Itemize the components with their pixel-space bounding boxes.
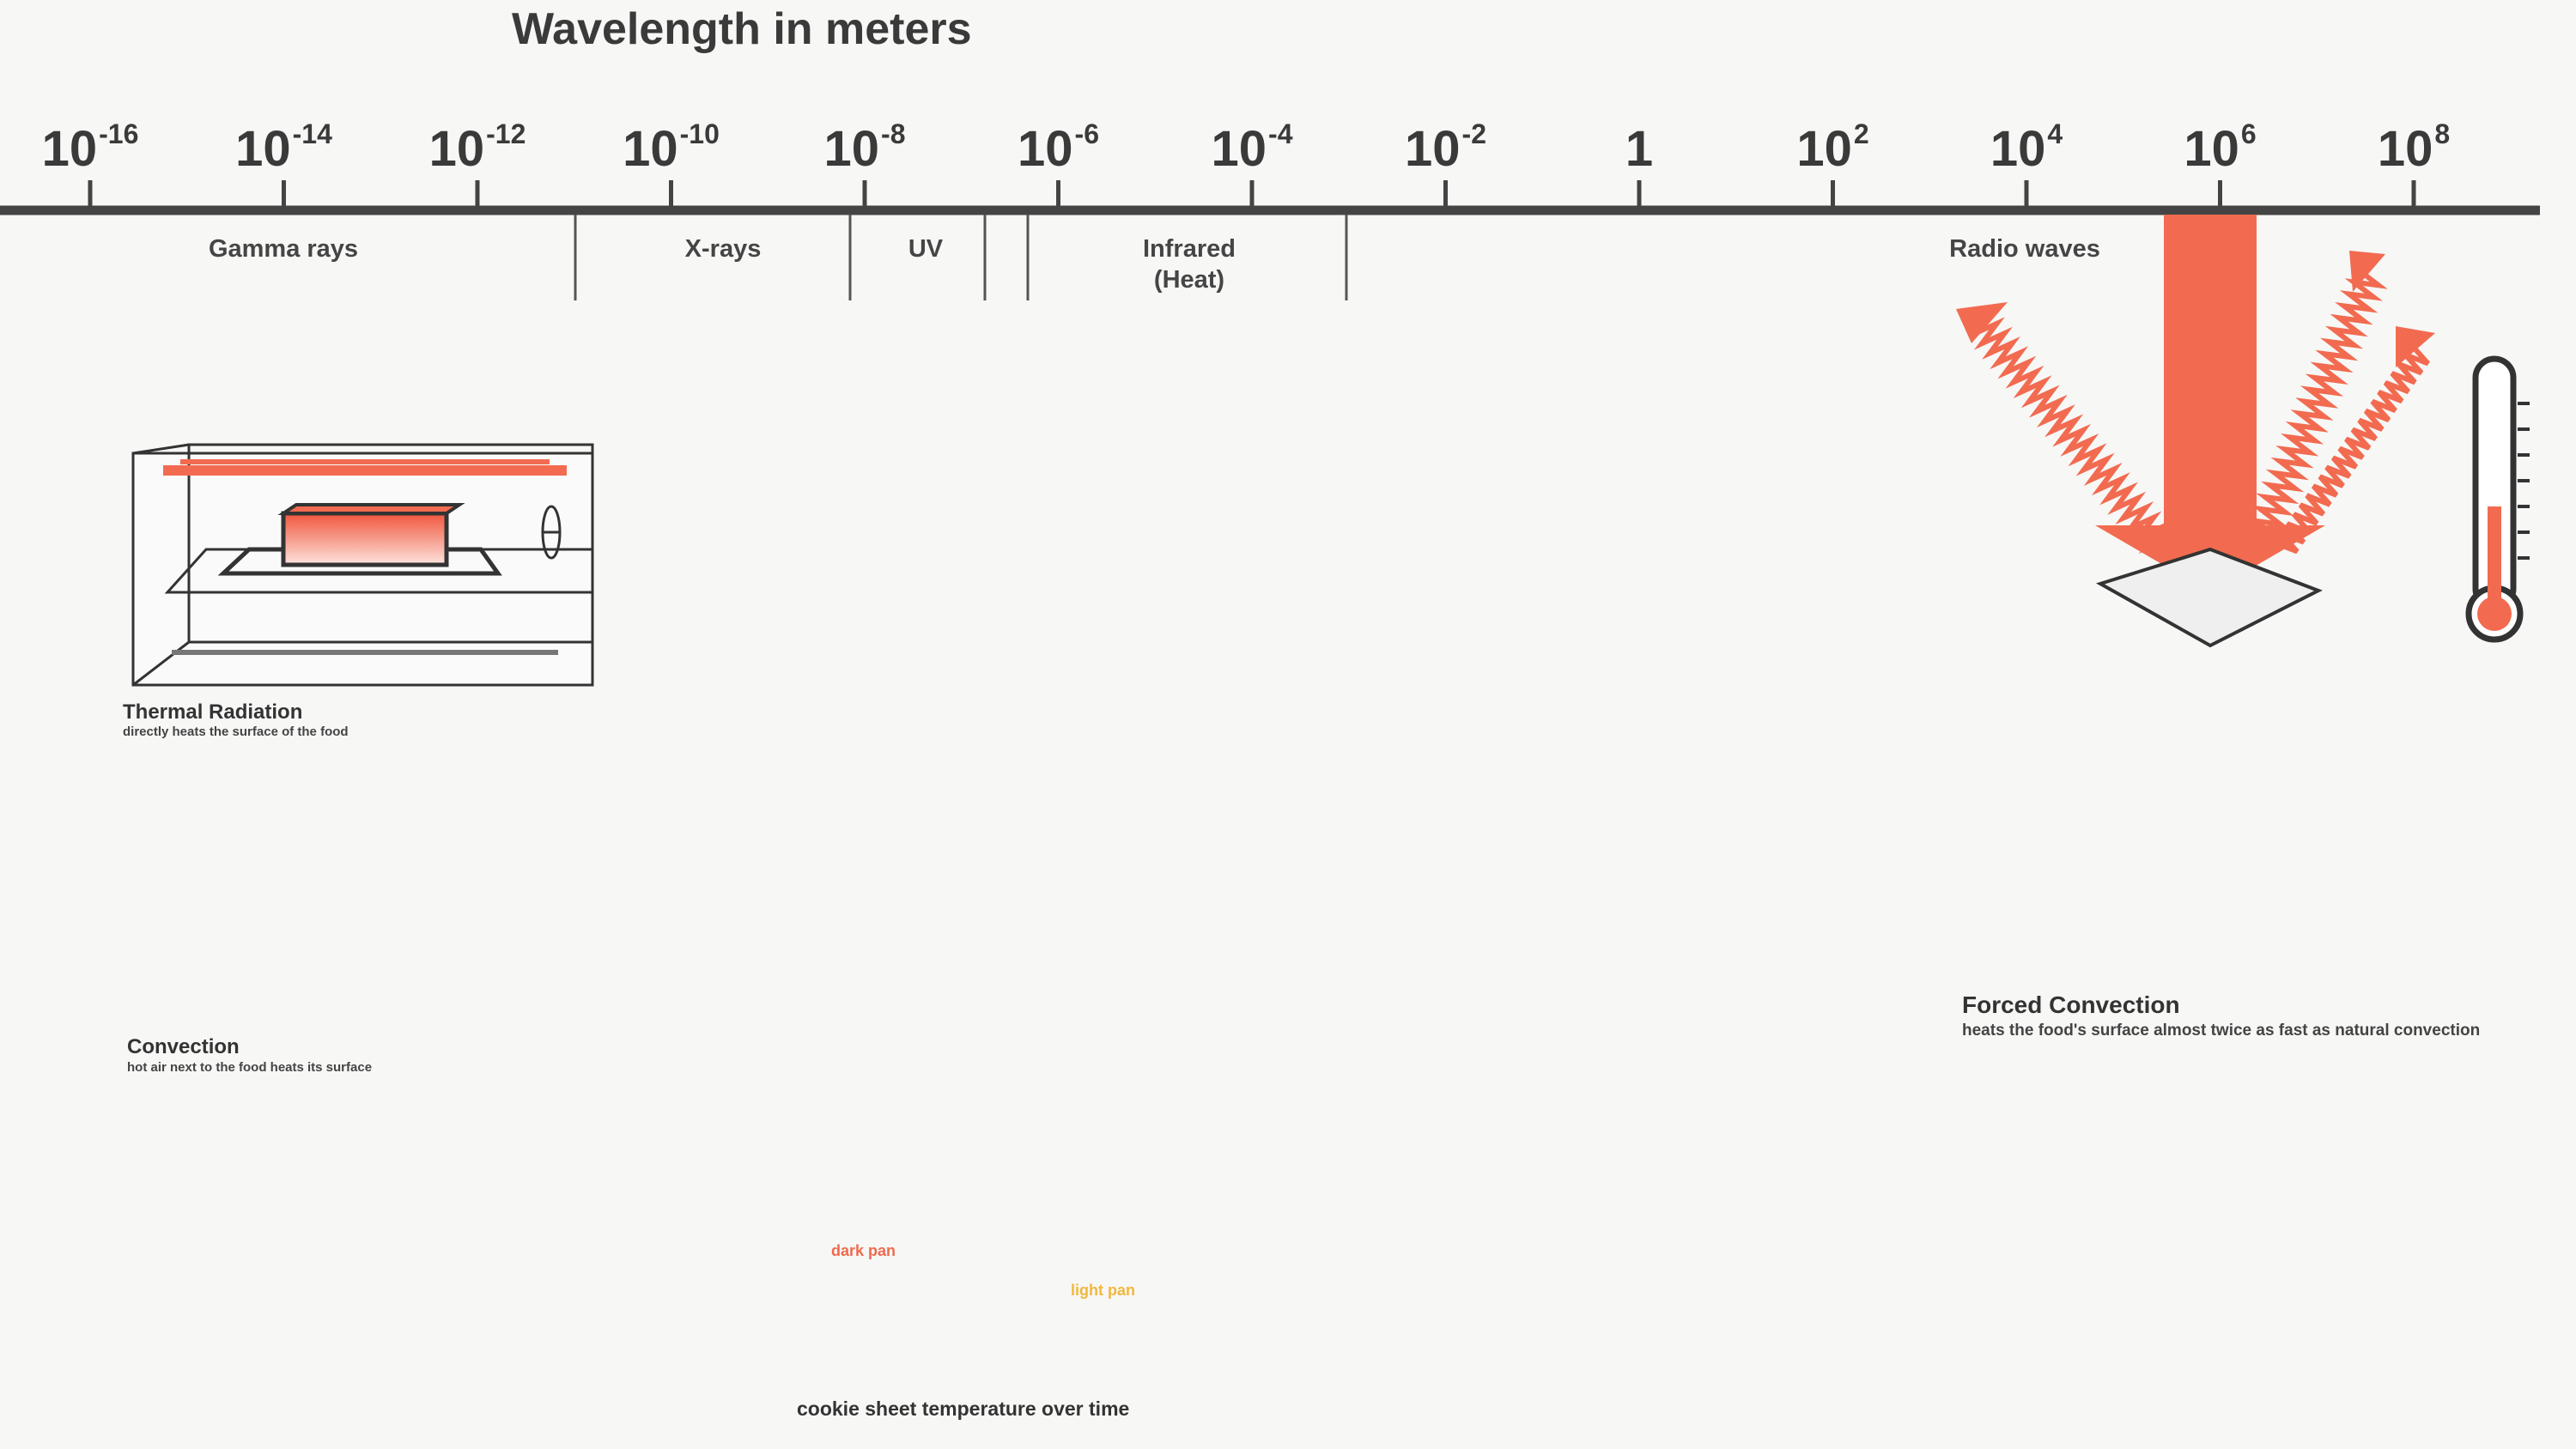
light-pan-label: light pan: [1071, 1282, 1135, 1299]
tick-base: 10: [1211, 121, 1267, 177]
tick-exponent: -12: [486, 118, 526, 149]
tick-label: 108: [2328, 118, 2500, 178]
tick-exponent: -4: [1268, 118, 1293, 149]
band-infrared-line2: (Heat): [1153, 266, 1225, 294]
dark-pan-label: dark pan: [831, 1242, 896, 1259]
band-gamma: Gamma rays: [208, 235, 359, 263]
tick-label: 10-16: [4, 118, 176, 178]
tick-base: 1: [1625, 121, 1654, 177]
reflected-wave-icon: [1956, 251, 2435, 559]
convection-subtitle: hot air next to the food heats its surfa…: [127, 1060, 373, 1075]
band-infrared-line1: Infrared: [1143, 235, 1236, 263]
forced-convection-subtitle: heats the food's surface almost twice as…: [1962, 1022, 2481, 1040]
tick-label: 10-14: [198, 118, 370, 178]
tick-base: 10: [428, 121, 485, 177]
tick-exponent: 8: [2434, 118, 2451, 149]
tick-base: 10: [1018, 121, 1073, 177]
tick-label: 102: [1747, 118, 1919, 178]
convection-title: Convection: [127, 1035, 240, 1058]
tick-base: 10: [623, 121, 678, 177]
tick-exponent: 6: [2240, 118, 2257, 149]
tick-exponent: 2: [1853, 118, 1869, 149]
tick-marks: [88, 180, 2416, 210]
band-xrays: X-rays: [684, 235, 762, 263]
tick-base: 10: [2184, 121, 2239, 177]
tick-label: 104: [1941, 118, 2112, 178]
tick-base: 10: [41, 121, 98, 177]
band-separators: [574, 215, 1348, 300]
tick-label: 10-10: [586, 118, 757, 178]
band-radio: Radio waves: [1949, 235, 2100, 263]
tick-label: 10-12: [392, 118, 563, 178]
tick-base: 10: [1796, 121, 1852, 177]
tick-exponent: -10: [679, 118, 720, 149]
big-down-arrow-icon: [2095, 215, 2325, 592]
tick-base: 10: [1990, 121, 2046, 177]
thermal-radiation-subtitle: directly heats the surface of the food: [123, 724, 349, 739]
tick-exponent: -2: [1461, 118, 1486, 149]
tick-label: 10-8: [779, 118, 951, 178]
band-infrared: Infrared (Heat): [1086, 233, 1292, 295]
tick-base: 10: [235, 121, 291, 177]
axis-title: Wavelength in meters: [512, 4, 972, 54]
forced-convection-title: Forced Convection: [1962, 991, 2180, 1018]
chart-caption: cookie sheet temperature over time: [797, 1397, 1130, 1420]
tick-exponent: -14: [292, 118, 332, 149]
tick-label: 1: [1553, 120, 1725, 178]
tick-exponent: -6: [1074, 118, 1099, 149]
thermometer-icon: [2465, 355, 2530, 643]
tick-exponent: -8: [881, 118, 906, 149]
tick-label: 106: [2135, 118, 2306, 178]
tick-base: 10: [1405, 121, 1461, 177]
tick-exponent: 4: [2047, 118, 2063, 149]
tick-label: 10-2: [1360, 118, 1532, 178]
thermal-radiation-title: Thermal Radiation: [123, 700, 303, 724]
tick-base: 10: [823, 121, 880, 177]
tick-exponent: -16: [99, 118, 139, 149]
band-uv: UV: [908, 235, 944, 263]
tick-label: 10-6: [973, 118, 1145, 178]
absorbing-surface: [2095, 547, 2323, 648]
tick-label: 10-4: [1166, 118, 1338, 178]
thermal-radiation-oven: [131, 443, 594, 687]
tick-base: 10: [2377, 121, 2433, 177]
